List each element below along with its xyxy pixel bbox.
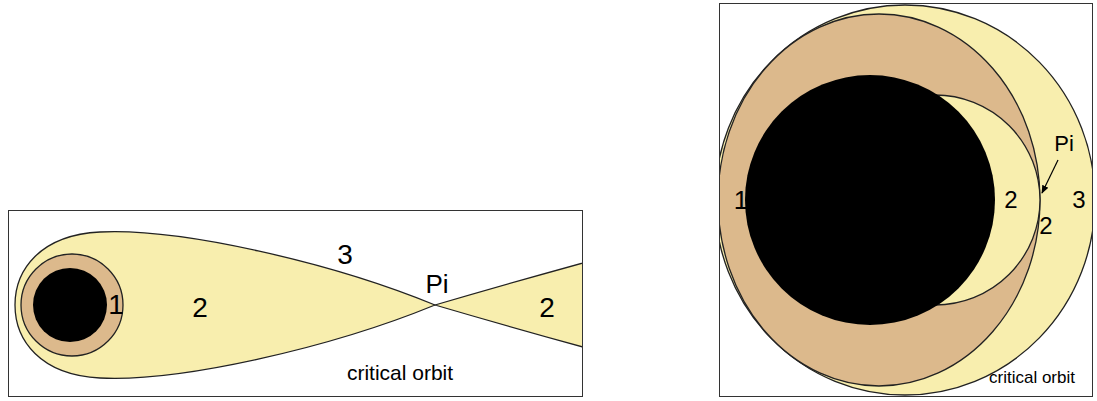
black-hole	[745, 75, 995, 325]
region-number: 3	[337, 241, 353, 269]
curve-label: critical orbit	[989, 369, 1075, 386]
curve-label: critical orbit	[347, 362, 453, 383]
critical-orbit-region	[15, 232, 435, 379]
panel-frame	[720, 4, 1093, 397]
leader-arrow	[1042, 160, 1058, 193]
left-panel	[15, 232, 582, 379]
outer-region	[720, 5, 1092, 395]
region-number: 2	[192, 294, 208, 322]
region-number: 3	[1072, 188, 1085, 212]
region-number: 1	[108, 291, 124, 319]
point-label: Pi	[1054, 133, 1074, 155]
right-panel	[720, 5, 1092, 395]
point-label: Pi	[425, 271, 448, 297]
panel-frame	[9, 211, 583, 397]
outer-region	[435, 261, 582, 349]
black-hole	[33, 268, 107, 342]
ring-region	[21, 254, 123, 356]
region-number: 2	[1004, 188, 1017, 212]
region-number: 2	[539, 294, 555, 322]
ring-region	[720, 14, 1040, 386]
region-number: 2	[1039, 214, 1052, 238]
region-number: 1	[734, 187, 748, 213]
